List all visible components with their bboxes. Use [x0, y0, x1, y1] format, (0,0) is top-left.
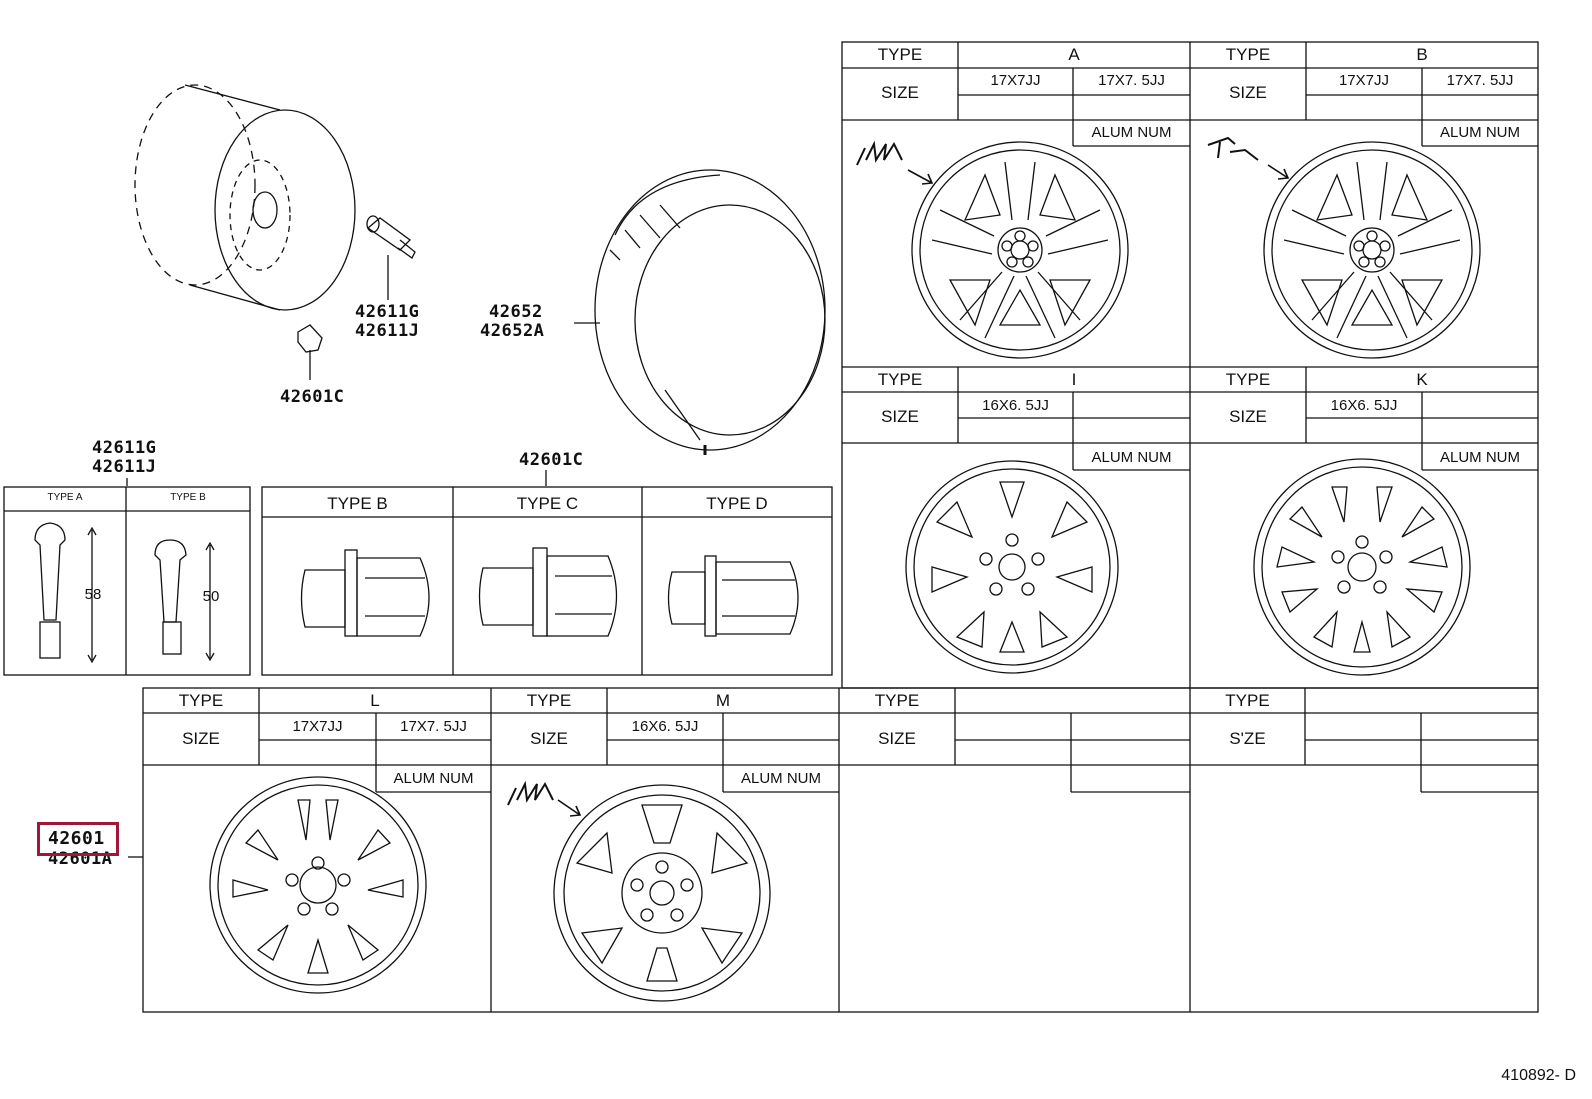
nut-col-d: TYPE D	[706, 494, 768, 513]
part-number-tire-a[interactable]: 42652	[489, 302, 543, 322]
size-label-empty-2: S'ZE	[1229, 729, 1266, 748]
alum-m: ALUM NUM	[740, 770, 821, 787]
nut-col-b: TYPE B	[327, 494, 388, 513]
wheel-type-k-drawing	[1253, 458, 1471, 676]
size-b-2: 17X7. 5JJ	[1446, 72, 1514, 89]
type-value-b: B	[1416, 45, 1428, 64]
type-label-empty-1: TYPE	[874, 691, 920, 710]
highlight-box	[37, 822, 119, 856]
type-label-b: TYPE	[1225, 45, 1271, 64]
size-m-1: 16X6. 5JJ	[631, 718, 699, 735]
part-number-lug-nut[interactable]: 42601C	[280, 387, 345, 407]
type-value-m: M	[715, 691, 731, 710]
size-i-1: 16X6. 5JJ	[982, 397, 1049, 414]
type-label-a: TYPE	[877, 45, 923, 64]
size-label-k: SIZE	[1229, 407, 1267, 426]
wheel-type-a-drawing	[911, 141, 1129, 359]
alum-k: ALUM NUM	[1439, 449, 1520, 466]
part-number-valve-b[interactable]: 42611J	[355, 321, 420, 341]
size-label-b: SIZE	[1229, 83, 1267, 102]
wheel-grid-bottom	[142, 687, 1539, 1013]
nut-col-c: TYPE C	[516, 494, 579, 513]
part-number-valve-box-b[interactable]: 42611J	[92, 457, 157, 477]
lm-badge-a	[856, 140, 934, 185]
tire-drawing	[574, 169, 826, 455]
type-value-i: I	[1071, 370, 1077, 389]
valve-table-frame	[3, 486, 251, 676]
type-label-m: TYPE	[526, 691, 572, 710]
part-number-valve-box-a[interactable]: 42611G	[92, 438, 157, 458]
size-a-2: 17X7. 5JJ	[1098, 72, 1165, 89]
document-id: 410892- D	[1501, 1067, 1576, 1084]
size-b-1: 17X7JJ	[1338, 72, 1390, 89]
type-value-l: L	[370, 691, 380, 710]
valve-dim-a: 58	[84, 586, 102, 603]
nut-table-frame	[261, 486, 833, 676]
lug-nut-small-drawing	[297, 324, 323, 380]
wheel-type-l-drawing	[209, 776, 427, 994]
alum-b: ALUM NUM	[1439, 124, 1520, 141]
size-l-1: 17X7JJ	[292, 718, 343, 735]
size-label-a: SIZE	[881, 83, 919, 102]
wheel-type-i-drawing	[905, 460, 1119, 674]
special-badge-b	[1207, 136, 1290, 180]
wheel-type-m-drawing	[553, 784, 771, 1002]
wheel-type-b-drawing	[1263, 141, 1481, 359]
size-k-1: 16X6. 5JJ	[1330, 397, 1398, 414]
lm-badge-m	[507, 780, 582, 817]
valve-stem-drawing	[366, 215, 416, 300]
part-number-wheel-a[interactable]: 42601	[48, 828, 105, 849]
part-number-tire-b[interactable]: 42652A	[480, 321, 545, 341]
wheel-assembly-drawing	[134, 84, 356, 311]
type-label-k: TYPE	[1225, 370, 1271, 389]
type-value-a: A	[1068, 45, 1080, 64]
alum-l: ALUM NUM	[393, 770, 474, 787]
size-l-2: 17X7. 5JJ	[400, 718, 467, 735]
size-a-1: 17X7JJ	[990, 72, 1041, 89]
part-number-nut-box[interactable]: 42601C	[519, 450, 584, 470]
size-label-m: SIZE	[530, 729, 568, 748]
valve-col-b: TYPE B	[170, 492, 206, 503]
alum-a: ALUM NUM	[1091, 124, 1172, 141]
valve-col-a: TYPE A	[47, 492, 83, 503]
alum-i: ALUM NUM	[1091, 449, 1172, 466]
type-label-l: TYPE	[178, 691, 224, 710]
valve-dim-b: 50	[202, 588, 220, 605]
wheel-grid-top	[841, 41, 1539, 689]
type-label-i: TYPE	[877, 370, 923, 389]
size-label-empty-1: SIZE	[878, 729, 916, 748]
type-label-empty-2: TYPE	[1225, 691, 1270, 710]
type-value-k: K	[1416, 370, 1428, 389]
part-number-valve-a[interactable]: 42611G	[355, 302, 420, 322]
size-label-i: SIZE	[881, 407, 919, 426]
size-label-l: SIZE	[182, 729, 220, 748]
